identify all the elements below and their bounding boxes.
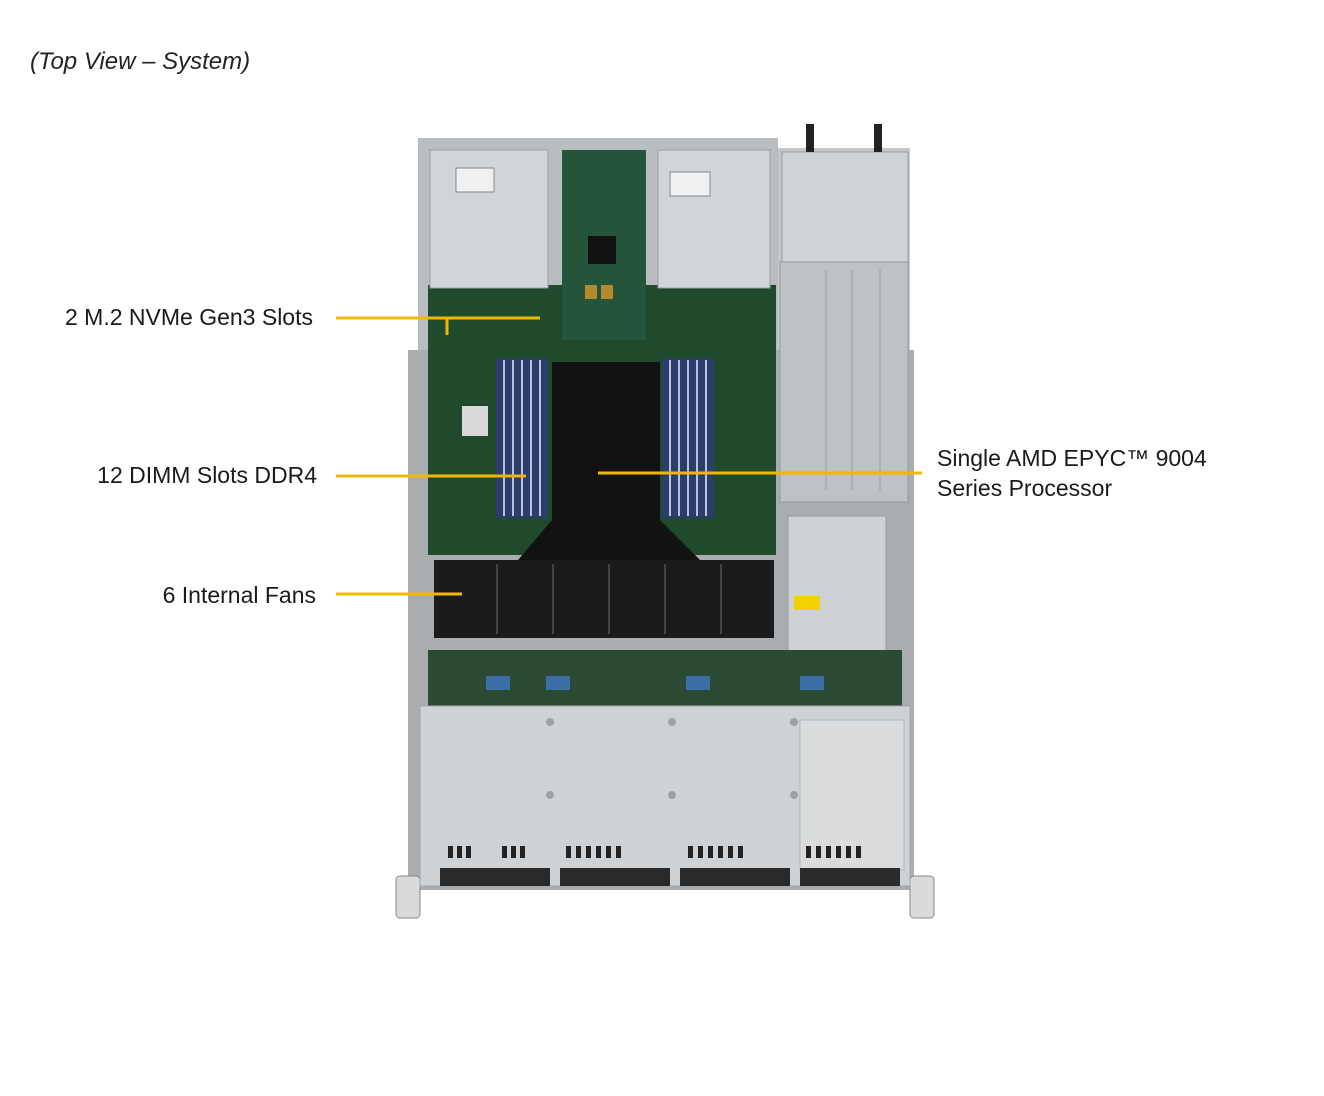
riser-right (657, 149, 771, 289)
callout-m2-slots: 2 M.2 NVMe Gen3 Slots (65, 304, 313, 330)
leader-lines (336, 316, 922, 596)
dimm-slots-left (496, 358, 548, 518)
callout-cpu: Single AMD EPYC™ 9004 Series Processor (937, 443, 1207, 503)
riser-left (429, 149, 549, 289)
callout-internal-fans: 6 Internal Fans (162, 582, 316, 608)
dimm-slots-right (662, 358, 714, 518)
cpu-heatsink (518, 362, 700, 560)
fan-row (434, 560, 774, 638)
power-supply (779, 124, 909, 665)
front-drive-bay (419, 705, 911, 887)
callout-cpu-line2: Series Processor (937, 475, 1113, 501)
view-title: (Top View – System) (30, 48, 251, 75)
backplane (428, 650, 902, 706)
callout-cpu-line1: Single AMD EPYC™ 9004 (937, 445, 1207, 471)
callout-dimm-slots: 12 DIMM Slots DDR4 (97, 462, 317, 488)
